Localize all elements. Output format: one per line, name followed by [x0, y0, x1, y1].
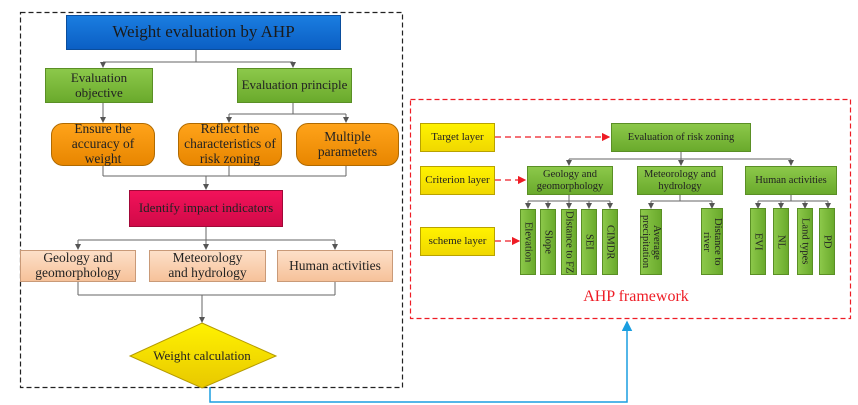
indicator-text: PD [821, 234, 833, 249]
meteorology-factor-text: Meteorology and hydrology [168, 250, 247, 280]
left-panel-border [19, 11, 404, 389]
reflect-characteristics-text: Reflect the characteristics of risk zoni… [184, 121, 276, 166]
indicator-text: Average precipitation [640, 215, 663, 269]
criterion-human-text: Human activities [755, 174, 827, 186]
human-factor-text: Human activities [289, 257, 381, 273]
indicator-text: CIMDR [604, 224, 616, 260]
scheme-layer-text: scheme layer [428, 235, 487, 248]
indicator-text: Distance to river [701, 217, 724, 266]
connector [78, 227, 335, 241]
connector [528, 195, 610, 202]
indicator-text: SEI [583, 234, 595, 250]
indicator-sei: SEI [581, 209, 597, 275]
indicator-cimdr: CIMDR [602, 209, 618, 275]
indicator-elevation: Elevation [520, 209, 536, 275]
link-arrow [209, 320, 633, 403]
reflect-characteristics-box: Reflect the characteristics of risk zoni… [178, 121, 282, 166]
ensure-accuracy-box: Ensure the accuracy of weight [51, 121, 155, 166]
weight-calculation-label: Weight calculation [150, 345, 254, 367]
meteorology-factor-box: Meteorology and hydrology [149, 250, 266, 282]
right-panel-border [409, 98, 852, 320]
connector [758, 195, 828, 202]
goal-box: Evaluation of risk zoning [611, 123, 751, 152]
criterion-geology-box: Geology and geomorphology [527, 166, 613, 195]
connector [103, 50, 293, 63]
ensure-accuracy-text: Ensure the accuracy of weight [71, 121, 135, 166]
indicator-text: Slope [542, 230, 554, 254]
evaluation-objective-text: Evaluation objective [70, 70, 128, 100]
evaluation-principle-text: Evaluation principle [241, 77, 348, 93]
target-layer-box: Target layer [420, 123, 495, 152]
weight-calculation-diamond [128, 322, 278, 389]
target-layer-text: Target layer [431, 131, 484, 144]
indicator-distance-to-fz: Distance to FZ [561, 209, 577, 275]
indicator-text: Elevation [522, 221, 534, 263]
indicator-nl: NL [773, 208, 789, 275]
multiple-parameters-box: Multiple parameters [296, 123, 399, 166]
evaluation-objective-box: Evaluation objective [45, 68, 153, 103]
criterion-meteorology-box: Meteorology and hydrology [637, 166, 723, 195]
human-factor-box: Human activities [277, 250, 393, 282]
indicator-land-types: Land types [797, 208, 813, 275]
connector [569, 152, 791, 160]
connector [77, 282, 336, 296]
title-box: Weight evaluation by AHP [66, 15, 341, 50]
scheme-layer-box: scheme layer [420, 227, 495, 256]
indicator-text: NL [775, 234, 787, 249]
connector [229, 103, 346, 115]
ahp-framework-label: AHP framework [583, 288, 689, 305]
evaluation-principle-box: Evaluation principle [237, 68, 352, 103]
criterion-meteorology-text: Meteorology and hydrology [643, 168, 717, 192]
connector [651, 195, 712, 202]
goal-text: Evaluation of risk zoning [627, 131, 735, 143]
title-text: Weight evaluation by AHP [112, 22, 295, 42]
indicator-evi: EVI [750, 208, 766, 275]
indicator-slope: Slope [540, 209, 556, 275]
indicator-average-precipitation: Average precipitation [640, 209, 662, 275]
indicator-distance-to-river: Distance to river [701, 208, 723, 275]
criterion-layer-text: Criterion layer [425, 174, 490, 187]
geology-factor-box: Geology and geomorphology [20, 250, 136, 282]
indicator-text: Distance to FZ [563, 210, 575, 274]
weight-calculation-text: Weight calculation [153, 347, 251, 363]
indicator-text: Land types [799, 218, 811, 265]
indicator-pd: PD [819, 208, 835, 275]
identify-indicators-box: Identify impact indicators [129, 190, 283, 227]
geology-factor-text: Geology and geomorphology [35, 250, 121, 280]
identify-indicators-text: Identify impact indicators [138, 200, 274, 216]
criterion-geology-text: Geology and geomorphology [536, 168, 604, 192]
indicator-text: EVI [752, 232, 764, 251]
multiple-parameters-text: Multiple parameters [317, 128, 378, 159]
criterion-layer-box: Criterion layer [420, 166, 495, 195]
criterion-human-box: Human activities [745, 166, 837, 195]
connector [102, 166, 347, 177]
